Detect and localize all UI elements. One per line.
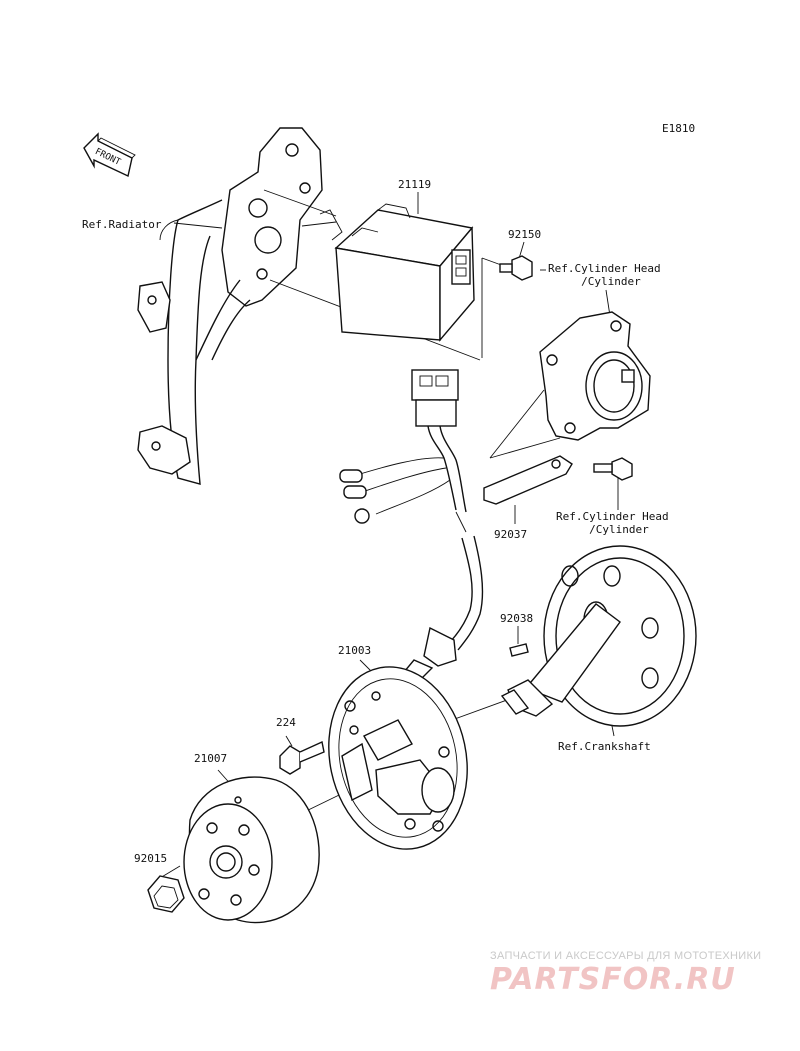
watermark-logo: PARTSFOR.RU: [490, 962, 736, 997]
part-label-21007: 21007: [194, 752, 228, 765]
stator-21003: [328, 666, 468, 850]
ref-cylinder-head-label-bottom: Ref.Cylinder Head /Cylinder: [556, 510, 669, 536]
nut-92015: [147, 875, 185, 913]
wiring-harness: [339, 369, 484, 681]
ref-cylinder-head-label-top: Ref.Cylinder Head /Cylinder: [548, 262, 661, 288]
radiator-bracket: [137, 127, 343, 485]
flywheel-21007: [183, 776, 320, 924]
ref-crankshaft-label: Ref.Crankshaft: [558, 740, 651, 753]
part-label-224: 224: [276, 716, 296, 729]
part-label-92037: 92037: [494, 528, 528, 541]
diagram-code: E1810: [662, 122, 696, 135]
plate-92037: [483, 455, 573, 505]
cdi-unit: [334, 203, 475, 342]
key-92038: [509, 643, 529, 657]
part-label-92150: 92150: [508, 228, 542, 241]
watermark-subtitle: ЗАПЧАСТИ И АКСЕССУАРЫ ДЛЯ МОТОТЕХНИКИ: [490, 950, 762, 962]
bolt-ref-cylinder: [593, 457, 633, 481]
part-label-21003: 21003: [338, 644, 372, 657]
crankshaft: [500, 545, 697, 727]
bolt-92150: [499, 255, 533, 281]
part-label-21119: 21119: [398, 178, 432, 191]
cylinder-head-mount: [539, 311, 651, 441]
ref-radiator-label: Ref.Radiator: [82, 218, 162, 231]
part-label-92015: 92015: [134, 852, 168, 865]
front-arrow-icon: [83, 132, 136, 178]
bolt-224: [279, 740, 325, 775]
part-label-92038: 92038: [500, 612, 534, 625]
